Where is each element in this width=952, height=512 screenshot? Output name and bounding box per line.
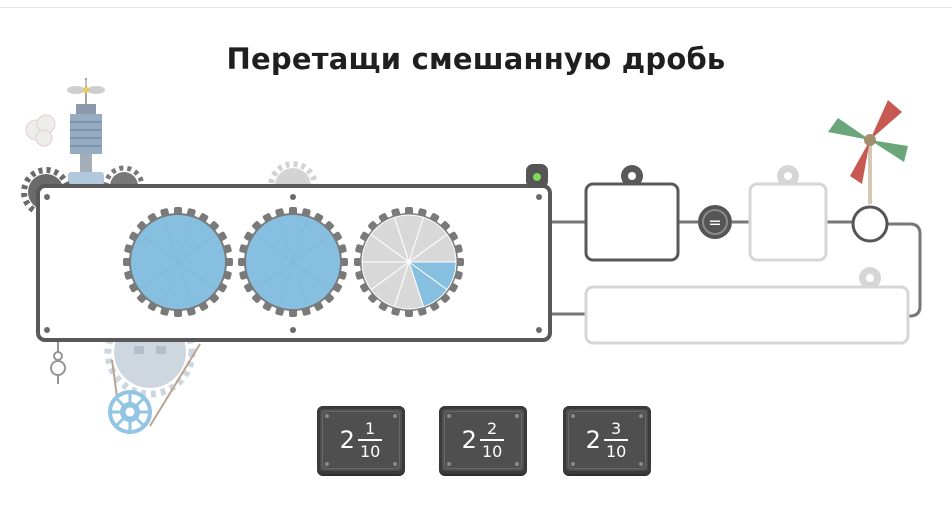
filled-sector <box>293 234 340 262</box>
rivet <box>447 462 451 466</box>
rivet <box>639 462 643 466</box>
pipes <box>548 220 922 318</box>
filled-sector <box>246 234 293 262</box>
result-box <box>748 165 828 262</box>
fraction-wheel-1 <box>123 207 233 317</box>
rivet <box>325 414 329 418</box>
filled-sector <box>254 262 293 307</box>
equals-sign: = <box>708 213 721 232</box>
mixed-fraction: 2 2 10 <box>439 406 527 474</box>
fraction-part: 1 10 <box>358 419 383 461</box>
filled-sector <box>163 215 193 262</box>
filled-sector <box>254 217 293 262</box>
fraction-bar <box>358 439 383 441</box>
filled-sector <box>293 262 340 290</box>
numerator: 2 <box>487 419 498 438</box>
numerator: 1 <box>365 419 376 438</box>
filled-sector <box>139 262 178 307</box>
numerator: 3 <box>611 419 622 438</box>
rivet <box>393 414 397 418</box>
mixed-fraction: 2 1 10 <box>317 406 405 474</box>
filled-sector <box>178 262 217 307</box>
fraction-bar <box>604 439 629 441</box>
card-border <box>568 411 646 469</box>
filled-sector <box>178 234 225 262</box>
steam-cloud-icon <box>25 114 56 147</box>
answer-drop-slot[interactable] <box>584 165 680 262</box>
filled-sector <box>293 217 332 262</box>
rivet <box>515 462 519 466</box>
pulley-icon <box>108 390 152 434</box>
filled-sector <box>139 217 178 262</box>
whole-part: 2 <box>339 426 355 454</box>
whole-part: 2 <box>585 426 601 454</box>
page-title: Перетащи смешанную дробь <box>226 42 726 76</box>
empty-sector <box>407 233 457 263</box>
fraction-bar <box>480 439 505 441</box>
rivet <box>515 414 519 418</box>
filled-sector <box>178 262 225 290</box>
rivet <box>639 414 643 418</box>
filled-sector <box>131 262 178 290</box>
fraction-part: 2 10 <box>480 419 505 461</box>
filled-sector <box>163 262 193 309</box>
rivet <box>571 414 575 418</box>
rivet <box>571 462 575 466</box>
chain-icon <box>50 340 66 384</box>
filled-sector <box>246 262 293 290</box>
lamp-icon <box>526 164 548 188</box>
fraction-wheel-3 <box>354 207 464 317</box>
denominator: 10 <box>359 442 381 461</box>
top-divider <box>0 7 952 8</box>
denominator: 10 <box>605 442 627 461</box>
whole-part: 2 <box>461 426 477 454</box>
mixed-fraction: 2 3 10 <box>563 406 651 474</box>
expression-box <box>584 267 910 345</box>
rivet <box>325 462 329 466</box>
windmill-icon <box>828 100 908 243</box>
rivet <box>447 414 451 418</box>
rivet <box>393 462 397 466</box>
mixed-fraction-card-2[interactable]: 2 2 10 <box>439 406 527 474</box>
equals-button[interactable]: = <box>698 205 732 239</box>
filled-sector <box>178 217 217 262</box>
card-border <box>444 411 522 469</box>
denominator: 10 <box>481 442 503 461</box>
belt-line <box>149 343 201 427</box>
filled-sector <box>293 262 332 307</box>
panel-rivets <box>44 194 542 333</box>
card-border <box>322 411 400 469</box>
filled-sector <box>278 262 308 309</box>
spring-tower-icon <box>68 104 104 186</box>
filled-sector <box>131 234 178 262</box>
mixed-fraction-card-1[interactable]: 2 1 10 <box>317 406 405 474</box>
fraction-wheel-2 <box>238 207 348 317</box>
fraction-part: 3 10 <box>604 419 629 461</box>
filled-sector <box>278 215 308 262</box>
mixed-fraction-card-3[interactable]: 2 3 10 <box>563 406 651 474</box>
